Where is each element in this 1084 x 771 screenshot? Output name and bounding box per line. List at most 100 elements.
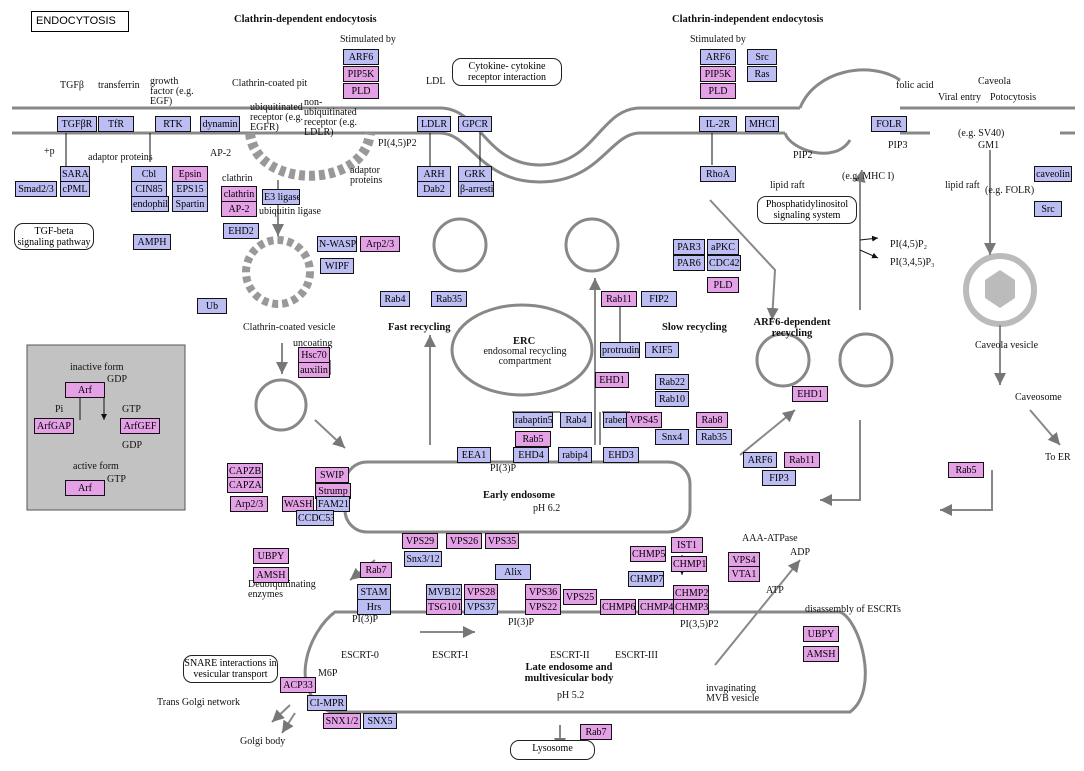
gene-node-ras[interactable]: Ras	[747, 66, 777, 82]
legend-arfgap[interactable]: ArfGAP	[34, 418, 74, 434]
gene-node-chmp3[interactable]: CHMP3	[673, 599, 709, 615]
gene-node-par6[interactable]: PAR6	[673, 255, 705, 271]
gene-node-protrudin[interactable]: protrudin	[600, 342, 640, 358]
gene-node-ub1[interactable]: Ub	[197, 298, 227, 314]
gene-node-vps35[interactable]: VPS35	[485, 533, 519, 549]
gene-node-pldc[interactable]: PLD	[707, 277, 739, 293]
legend-arf-active[interactable]: Arf	[65, 480, 105, 496]
gene-node-nwasp[interactable]: N-WASP	[317, 236, 357, 252]
gene-node-fip3[interactable]: FIP3	[762, 470, 796, 486]
gene-node-dab2[interactable]: Dab2	[417, 181, 451, 197]
gene-node-epsin[interactable]: Epsin	[172, 166, 208, 182]
gene-node-ldlr[interactable]: LDLR	[417, 116, 451, 132]
gene-node-endophilin[interactable]: endophilin	[131, 196, 169, 212]
gene-node-rtk[interactable]: RTK	[155, 116, 191, 132]
gene-node-hrs[interactable]: Hrs	[357, 599, 391, 615]
gene-node-vps22[interactable]: VPS22	[525, 599, 561, 615]
gene-node-kif5[interactable]: KIF5	[645, 342, 679, 358]
gene-node-arf6c[interactable]: ARF6	[743, 452, 777, 468]
gene-node-pip5ka[interactable]: PIP5K	[343, 66, 379, 82]
gene-node-ist1[interactable]: IST1	[671, 537, 703, 553]
gene-node-smad[interactable]: Smad2/3	[15, 181, 57, 197]
gene-node-stam[interactable]: STAM	[357, 584, 391, 600]
gene-node-rab5a[interactable]: Rab5	[515, 431, 551, 447]
gene-node-apkc[interactable]: aPKC	[707, 239, 739, 255]
gene-node-chmp6[interactable]: CHMP6	[600, 599, 636, 615]
gene-node-pldb[interactable]: PLD	[700, 83, 736, 99]
gene-node-rab8[interactable]: Rab8	[696, 412, 728, 428]
gene-node-hsc70[interactable]: Hsc70	[298, 347, 330, 363]
gene-node-arf6b[interactable]: ARF6	[700, 49, 736, 65]
gene-node-ehd4[interactable]: EHD4	[513, 447, 549, 463]
gene-node-arf6a[interactable]: ARF6	[343, 49, 379, 65]
gene-node-cin85[interactable]: CIN85	[131, 181, 167, 197]
gene-node-acp33[interactable]: ACP33	[280, 677, 316, 693]
gene-node-snx312[interactable]: Snx3/12	[404, 551, 442, 567]
gene-node-ehd3[interactable]: EHD3	[603, 447, 639, 463]
gene-node-ehd1b[interactable]: EHD1	[792, 386, 828, 402]
phosphatidylinositol-link[interactable]: Phosphatidylinositol signaling system	[757, 196, 857, 224]
gene-node-capzb[interactable]: CAPZB	[227, 463, 263, 479]
gene-node-capza[interactable]: CAPZA	[227, 477, 263, 493]
gene-node-rab22[interactable]: Rab22	[655, 374, 689, 390]
gene-node-chmp4[interactable]: CHMP4	[638, 599, 674, 615]
gene-node-wipf[interactable]: WIPF	[320, 258, 354, 274]
gene-node-vps37[interactable]: VPS37	[464, 599, 498, 615]
gene-node-snx12[interactable]: SNX1/2	[323, 713, 361, 729]
gene-node-ubpy2[interactable]: UBPY	[803, 626, 839, 642]
gene-node-vta1[interactable]: VTA1	[728, 566, 760, 582]
lysosome-link[interactable]: Lysosome	[510, 740, 595, 760]
gene-node-rab11b[interactable]: Rab11	[784, 452, 820, 468]
gene-node-rab35a[interactable]: Rab35	[431, 291, 467, 307]
gene-node-vps28[interactable]: VPS28	[464, 584, 498, 600]
legend-arf-inactive[interactable]: Arf	[65, 382, 105, 398]
gene-node-caveolin[interactable]: caveolin	[1034, 166, 1072, 182]
gene-node-eea1[interactable]: EEA1	[457, 447, 491, 463]
gene-node-cbl[interactable]: Cbl	[131, 166, 167, 182]
gene-node-rab35b[interactable]: Rab35	[696, 429, 732, 445]
gene-node-snx5[interactable]: SNX5	[363, 713, 397, 729]
gene-node-sara[interactable]: SARA	[60, 166, 90, 182]
gene-node-amph[interactable]: AMPH	[133, 234, 171, 250]
gene-node-vps25[interactable]: VPS25	[563, 589, 597, 605]
gene-node-alix[interactable]: Alix	[495, 564, 531, 580]
gene-node-arp23a[interactable]: Arp2/3	[360, 236, 400, 252]
snare-interactions-link[interactable]: SNARE interactions in vesicular transpor…	[183, 655, 278, 683]
gene-node-gpcr[interactable]: GPCR	[458, 116, 492, 132]
gene-node-cpml[interactable]: cPML	[60, 181, 90, 197]
gene-node-ap2[interactable]: AP-2	[221, 201, 257, 217]
gene-node-amsh2[interactable]: AMSH	[803, 646, 839, 662]
gene-node-il2r[interactable]: IL-2R	[699, 116, 737, 132]
gene-node-tsg101[interactable]: TSG101	[426, 599, 462, 615]
gene-node-vps26[interactable]: VPS26	[446, 533, 482, 549]
gene-node-rab7b[interactable]: Rab7	[580, 724, 612, 740]
gene-node-pip5kb[interactable]: PIP5K	[700, 66, 736, 82]
gene-node-ccdc53[interactable]: CCDC53	[296, 510, 334, 526]
gene-node-plda[interactable]: PLD	[343, 83, 379, 99]
gene-node-e3[interactable]: E3 ligase	[262, 189, 300, 205]
gene-node-rabip4[interactable]: rabip4	[558, 447, 592, 463]
gene-node-vps45[interactable]: VPS45	[626, 412, 662, 428]
gene-node-rab10[interactable]: Rab10	[655, 391, 689, 407]
gene-node-vps36[interactable]: VPS36	[525, 584, 561, 600]
gene-node-mhci[interactable]: MHCI	[745, 116, 779, 132]
gene-node-eps15[interactable]: EPS15	[172, 181, 208, 197]
gene-node-chmp5[interactable]: CHMP5	[630, 546, 666, 562]
gene-node-grk[interactable]: GRK	[458, 166, 492, 182]
gene-node-par3[interactable]: PAR3	[673, 239, 705, 255]
gene-node-rabaptin[interactable]: rabaptin5	[513, 412, 553, 428]
gene-node-barr[interactable]: β-arrestin	[458, 181, 494, 197]
gene-node-rhoa[interactable]: RhoA	[700, 166, 736, 182]
gene-node-clathrin[interactable]: clathrin	[221, 186, 257, 202]
gene-node-ubpy1[interactable]: UBPY	[253, 548, 289, 564]
gene-node-mvb12[interactable]: MVB12	[426, 584, 462, 600]
gene-node-folr[interactable]: FOLR	[871, 116, 907, 132]
gene-node-chmp1[interactable]: CHMP1	[671, 556, 707, 572]
gene-node-dynamin1[interactable]: dynamin	[200, 116, 240, 132]
gene-node-arp23b[interactable]: Arp2/3	[230, 496, 268, 512]
gene-node-snx4[interactable]: Snx4	[655, 429, 689, 445]
gene-node-tgfbr[interactable]: TGFβR	[57, 116, 97, 132]
gene-node-chmp7[interactable]: CHMP7	[628, 571, 664, 587]
gene-node-rab5b[interactable]: Rab5	[948, 462, 984, 478]
cytokine-interaction-link[interactable]: Cytokine- cytokine receptor interaction	[452, 58, 562, 86]
